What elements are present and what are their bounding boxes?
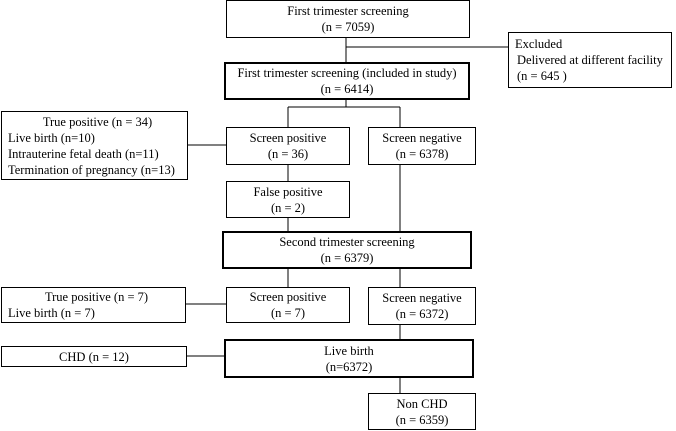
chd-box: CHD (n = 12) — [1, 346, 187, 367]
screen-negative-second-count: (n = 6372) — [395, 307, 449, 321]
screen-negative-first-title: Screen negative — [382, 131, 462, 145]
second-trimester-screening-box: Second trimester screening (n = 6379) — [222, 231, 472, 269]
false-positive-box: False positive (n = 2) — [226, 181, 350, 218]
non-chd-title: Non CHD — [396, 396, 448, 411]
screen-positive-second-title: Screen positive — [249, 290, 327, 304]
first-trimester-included-box: First trimester screening (included in s… — [224, 62, 470, 100]
live-birth-title: Live birth — [324, 343, 374, 358]
false-positive-count: (n = 2) — [270, 200, 306, 215]
true-positive-second-title: True positive (n = 7) — [44, 290, 149, 304]
screen-positive-first-count: (n = 36) — [267, 147, 309, 161]
screen-negative-first-count: (n = 6378) — [395, 147, 449, 161]
screen-positive-first-title: Screen positive — [249, 131, 327, 145]
screen-negative-second-box: Screen negative (n = 6372) — [368, 287, 476, 325]
true-positive-second-live-birth: Live birth (n = 7) — [8, 306, 95, 320]
false-positive-title: False positive — [253, 184, 323, 199]
screen-positive-second-box: Screen positive (n = 7) — [226, 287, 350, 323]
second-trimester-count: (n = 6379) — [320, 251, 374, 265]
true-positive-second-box: True positive (n = 7) Live birth (n = 7) — [1, 287, 186, 323]
excluded-box: Excluded Delivered at different facility… — [508, 32, 672, 88]
screen-negative-first-box: Screen negative (n = 6378) — [368, 127, 476, 165]
excluded-title: Excluded — [515, 37, 563, 51]
non-chd-count: (n = 6359) — [395, 412, 449, 427]
first-trimester-screening-box: First trimester screening (n = 7059) — [226, 0, 470, 38]
true-positive-first-live-birth: Live birth (n=10) — [8, 130, 95, 145]
first-trimester-count: (n = 7059) — [321, 20, 375, 34]
live-birth-box: Live birth (n=6372) — [224, 339, 474, 378]
second-trimester-title: Second trimester screening — [279, 235, 415, 249]
true-positive-first-fetal-death: Intrauterine fetal death (n=11) — [8, 146, 159, 161]
screen-positive-second-count: (n = 7) — [270, 306, 306, 320]
first-trimester-title: First trimester screening — [287, 4, 409, 18]
true-positive-first-box: True positive (n = 34) Live birth (n=10)… — [1, 111, 188, 180]
chd-label: CHD (n = 12) — [59, 349, 129, 364]
live-birth-count: (n=6372) — [325, 359, 373, 374]
first-trimester-included-title: First trimester screening (included in s… — [237, 66, 457, 80]
non-chd-box: Non CHD (n = 6359) — [368, 393, 476, 430]
first-trimester-included-count: (n = 6414) — [320, 82, 374, 96]
excluded-count: (n = 645 ) — [517, 69, 567, 83]
screen-positive-first-box: Screen positive (n = 36) — [226, 127, 350, 165]
true-positive-first-termination: Termination of pregnancy (n=13) — [8, 162, 175, 177]
true-positive-first-title: True positive (n = 34) — [42, 114, 153, 129]
excluded-reason: Delivered at different facility — [517, 53, 663, 67]
screen-negative-second-title: Screen negative — [382, 291, 462, 305]
